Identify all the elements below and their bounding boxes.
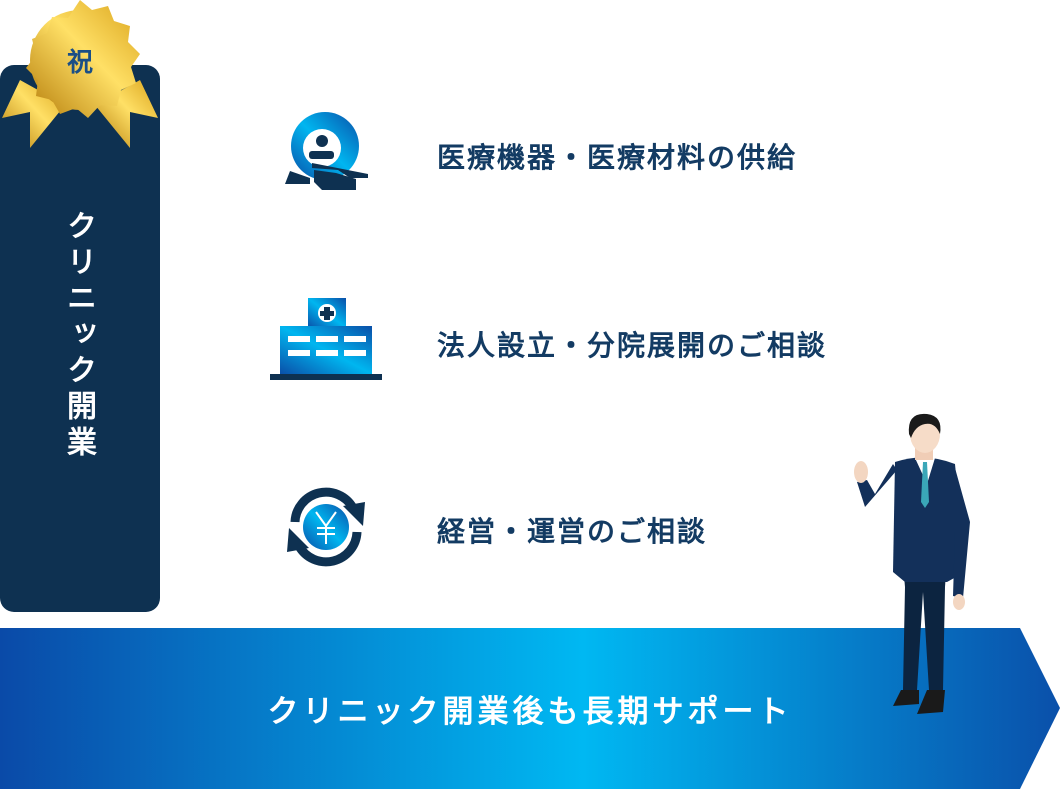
businessman-illustration: [854, 413, 970, 714]
yen-cycle-icon: [287, 487, 365, 567]
hospital-icon: [270, 298, 382, 380]
celebration-badge-icon: [2, 0, 158, 148]
service-incorporation: 法人設立・分院展開のご相談: [437, 329, 828, 362]
service-management: 経営・運営のご相談: [437, 515, 708, 548]
mri-scanner-icon: [285, 112, 368, 190]
badge-label: 祝: [66, 48, 93, 78]
banner-label: クリニック開業後も長期サポート: [267, 694, 793, 730]
long-term-support-banner: [0, 628, 1060, 789]
clinic-opening-title: クリニック開業: [61, 210, 96, 462]
clinic-opening-panel: [0, 65, 160, 612]
service-medical-equipment: 医療機器・医療材料の供給: [437, 141, 798, 174]
